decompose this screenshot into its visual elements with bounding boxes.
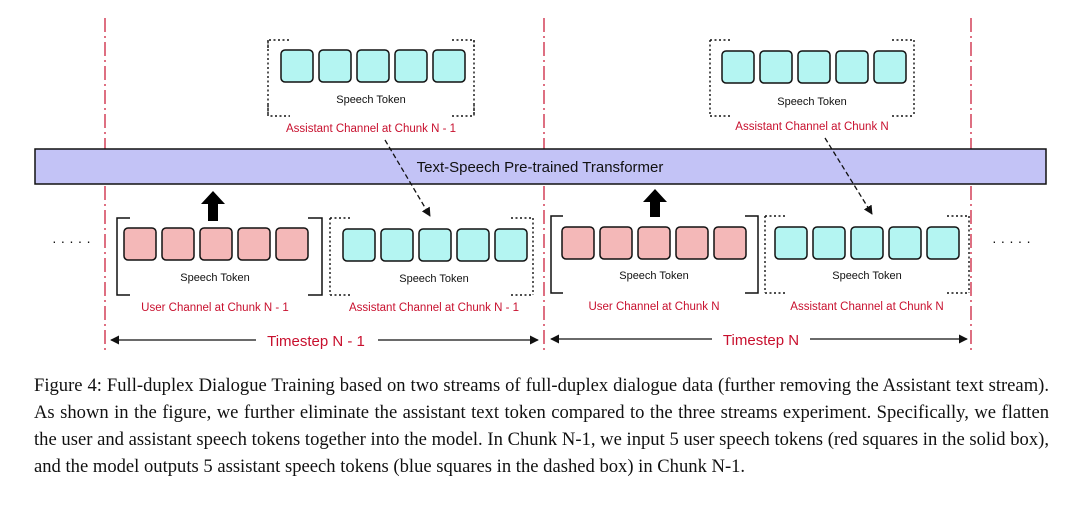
assistant-speech-token bbox=[812, 226, 846, 260]
assistant-speech-token bbox=[394, 49, 428, 83]
user-speech-token bbox=[123, 227, 157, 261]
assistant-speech-token bbox=[926, 226, 960, 260]
assistant-speech-token bbox=[280, 49, 314, 83]
user-speech-token bbox=[599, 226, 633, 260]
input-arrow-chunk-n-1 bbox=[201, 191, 225, 221]
assistant-bottom-label-chunk-n-1: Assistant Channel at Chunk N - 1 bbox=[349, 302, 519, 314]
assistant-speech-token bbox=[342, 228, 376, 262]
speech-token-label: Speech Token bbox=[336, 94, 406, 106]
user-speech-token bbox=[675, 226, 709, 260]
assistant-speech-token bbox=[759, 50, 793, 84]
assistant-speech-token bbox=[774, 226, 808, 260]
assistant-bottom-label-chunk-n: Assistant Channel at Chunk N bbox=[790, 301, 943, 313]
speech-token-label: Speech Token bbox=[399, 273, 469, 285]
assistant-speech-token bbox=[418, 228, 452, 262]
user-speech-token bbox=[199, 227, 233, 261]
user-speech-token bbox=[275, 227, 309, 261]
timestep-label-n-1: Timestep N - 1 bbox=[267, 333, 365, 350]
assistant-speech-token bbox=[797, 50, 831, 84]
duplex-training-diagram: Speech Token Assistant Channel at Chunk … bbox=[34, 18, 1047, 350]
assistant-speech-token bbox=[888, 226, 922, 260]
assistant-speech-token bbox=[356, 49, 390, 83]
user-speech-token bbox=[637, 226, 671, 260]
assistant-top-box-chunk-n: Speech Token bbox=[709, 39, 915, 117]
assistant-speech-token bbox=[835, 50, 869, 84]
assistant-speech-token bbox=[432, 49, 466, 83]
input-arrow-chunk-n bbox=[643, 189, 667, 217]
user-box-chunk-n-1: Speech Token bbox=[116, 217, 323, 296]
output-arrow-chunk-n bbox=[824, 137, 873, 215]
user-speech-token bbox=[237, 227, 271, 261]
assistant-speech-token bbox=[318, 49, 352, 83]
user-speech-token bbox=[161, 227, 195, 261]
assistant-speech-token bbox=[456, 228, 490, 262]
transformer-label: Text-Speech Pre-trained Transformer bbox=[417, 159, 664, 176]
speech-token-label: Speech Token bbox=[180, 272, 250, 284]
ellipsis-left: · · · · · bbox=[52, 233, 91, 249]
assistant-top-label-chunk-n-1: Assistant Channel at Chunk N - 1 bbox=[286, 123, 456, 135]
user-speech-token bbox=[561, 226, 595, 260]
assistant-bottom-box-chunk-n-1: Speech Token bbox=[329, 217, 534, 296]
output-arrow-chunk-n-1 bbox=[384, 139, 431, 217]
user-label-chunk-n: User Channel at Chunk N bbox=[588, 301, 719, 313]
assistant-speech-token bbox=[850, 226, 884, 260]
speech-token-label: Speech Token bbox=[619, 270, 689, 282]
speech-token-label: Speech Token bbox=[777, 96, 847, 108]
user-box-chunk-n: Speech Token bbox=[550, 215, 759, 294]
assistant-speech-token bbox=[873, 50, 907, 84]
figure-caption: Figure 4: Full-duplex Dialogue Training … bbox=[34, 375, 1049, 477]
assistant-speech-token bbox=[494, 228, 528, 262]
user-speech-token bbox=[713, 226, 747, 260]
assistant-speech-token bbox=[380, 228, 414, 262]
assistant-top-box-chunk-n-1: Speech Token bbox=[267, 39, 475, 117]
timestep-label-n: Timestep N bbox=[723, 332, 799, 349]
assistant-top-label-chunk-n: Assistant Channel at Chunk N bbox=[735, 121, 888, 133]
assistant-bottom-box-chunk-n: Speech Token bbox=[764, 215, 970, 294]
user-label-chunk-n-1: User Channel at Chunk N - 1 bbox=[141, 302, 289, 314]
assistant-speech-token bbox=[721, 50, 755, 84]
speech-token-label: Speech Token bbox=[832, 270, 902, 282]
ellipsis-right: · · · · · bbox=[992, 233, 1031, 249]
transformer-bar bbox=[34, 148, 1047, 185]
